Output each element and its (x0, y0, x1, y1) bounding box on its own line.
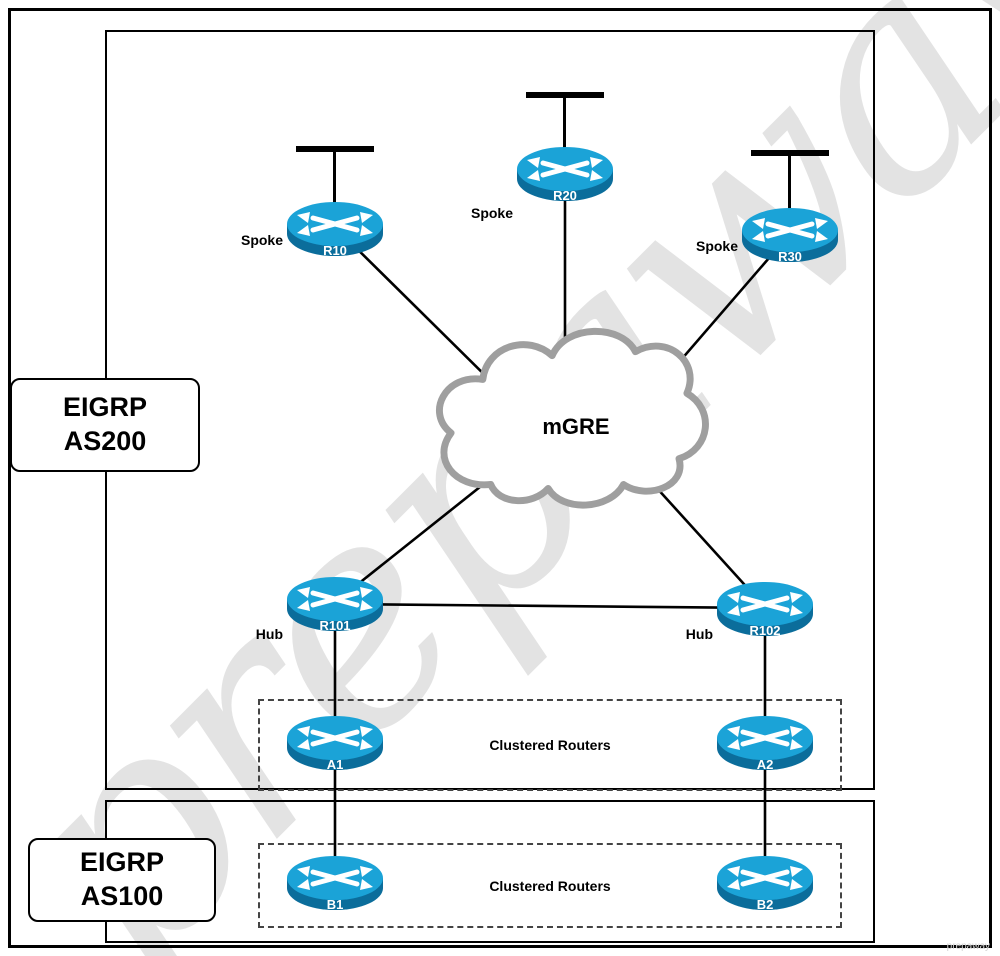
cluster-box-a: Clustered Routers (258, 699, 842, 791)
router-label: R10 (323, 243, 347, 258)
router-label: R102 (749, 623, 781, 638)
cloud-label: mGRE (542, 414, 610, 439)
router-b2: B2 (715, 854, 815, 912)
as200-label: EIGRP AS200 (10, 378, 200, 472)
cluster-box-b: Clustered Routers (258, 843, 842, 928)
role-label-r20: Spoke (470, 205, 513, 221)
connection-line-r101-r102 (334, 602, 766, 610)
router-label: R101 (319, 618, 351, 633)
connection-line-r10-cloud (339, 231, 506, 396)
router-r101: R101 (285, 575, 385, 633)
cloud-icon (436, 327, 709, 509)
cluster-label-a: Clustered Routers (489, 737, 611, 753)
as100-label-line2: AS100 (80, 881, 164, 911)
as200-label-line2: AS200 (63, 426, 147, 456)
connection-line-r101-cloud (337, 473, 496, 602)
router-label: B2 (756, 897, 774, 912)
watermark-small: prepaway (946, 941, 990, 952)
router-r102: R102 (715, 580, 815, 638)
connection-line-r102-cloud (644, 474, 764, 606)
router-a2: A2 (715, 714, 815, 772)
as100-label: EIGRP AS100 (28, 838, 216, 922)
as100-label-line1: EIGRP (79, 847, 165, 878)
router-r20: R20 (515, 145, 615, 203)
router-r30: R30 (740, 206, 840, 264)
router-b1: B1 (285, 854, 385, 912)
role-label-r102: Hub (685, 626, 713, 642)
router-label: B1 (326, 897, 344, 912)
antenna-stem-r30-icon (788, 150, 791, 212)
as200-label-line1: EIGRP (62, 392, 148, 423)
router-label: A1 (326, 757, 344, 772)
mgre-cloud: mGRE (420, 318, 720, 536)
router-label: R20 (553, 188, 577, 203)
router-label: A2 (756, 757, 774, 772)
router-a1: A1 (285, 714, 385, 772)
cluster-label-b: Clustered Routers (489, 877, 611, 894)
router-label: R30 (778, 249, 802, 264)
role-label-r30: Spoke (695, 238, 738, 254)
antenna-stem-r20-icon (563, 92, 566, 150)
antenna-stem-r10-icon (333, 146, 336, 206)
role-label-r101: Hub (255, 626, 283, 642)
router-r10: R10 (285, 200, 385, 258)
role-label-r10: Spoke (240, 232, 283, 248)
